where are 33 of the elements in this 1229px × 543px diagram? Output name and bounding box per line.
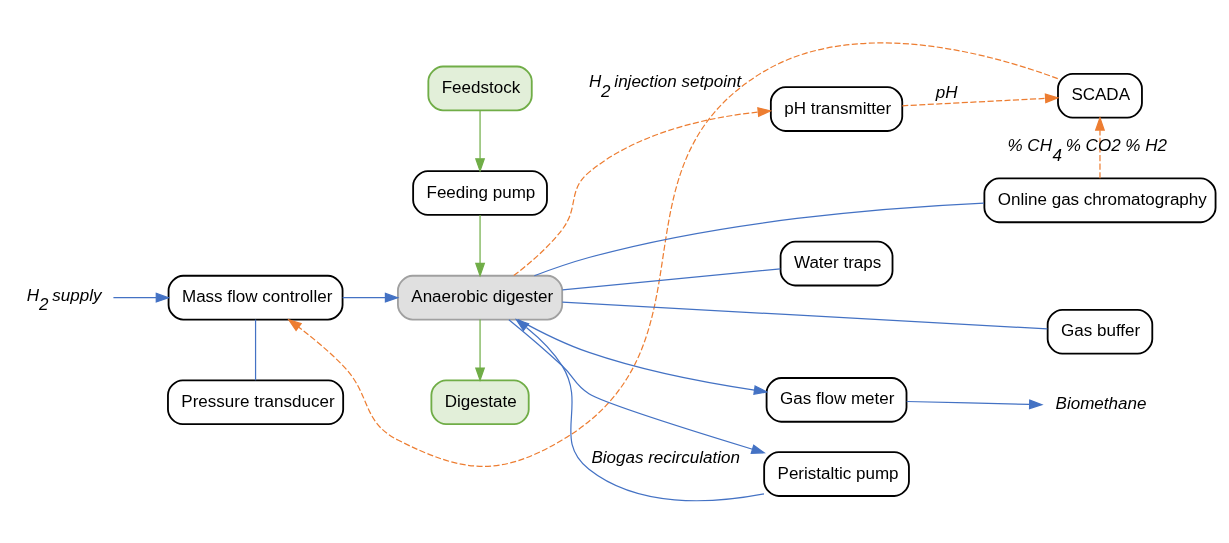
arrow [517, 318, 769, 395]
node-box: Mass flow controller [167, 274, 344, 320]
node-box: Gas flow meter [765, 376, 908, 423]
node-box: Digestate [430, 379, 530, 425]
arrow [901, 92, 1060, 106]
arrow [906, 398, 1044, 409]
node-box: Feeding pump [412, 169, 548, 216]
node-box: Peristaltic pump [763, 450, 910, 497]
edge-label: Biogas recirculation [591, 447, 740, 467]
connector [561, 301, 1048, 330]
arrow [514, 318, 765, 501]
node-box: Feedstock [427, 65, 533, 111]
arrow [1094, 115, 1106, 179]
node-box: SCADA [1057, 72, 1143, 118]
arrow [287, 42, 1059, 467]
arrow [474, 109, 486, 173]
node-box: Water traps [779, 240, 894, 286]
node-box: Online gas chromatography [983, 177, 1217, 223]
edge-label: pH [935, 82, 958, 102]
connector [254, 318, 257, 381]
arrow [474, 318, 486, 382]
node-box: Gas buffer [1046, 308, 1154, 355]
node-text: Biomethane [1055, 393, 1147, 413]
arrow [508, 318, 766, 454]
connector [561, 267, 781, 290]
arrow [513, 106, 773, 276]
node-box: Anaerobic digester [397, 274, 564, 320]
arrow [112, 292, 171, 303]
arrow [474, 213, 486, 277]
connector [533, 201, 985, 276]
node-box: pH transmitter [769, 85, 904, 132]
node-box: Pressure transducer [167, 379, 345, 425]
arrow [342, 292, 400, 303]
